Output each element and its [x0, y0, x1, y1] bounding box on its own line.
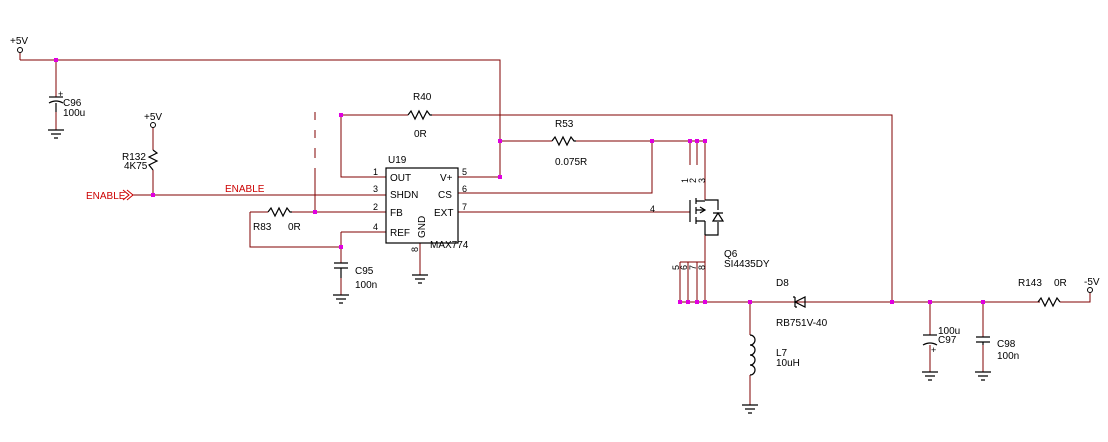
d8-value: RB751V-40 — [776, 318, 828, 329]
r53-ref: R53 — [555, 119, 574, 130]
pin-gnd-label: GND — [417, 216, 428, 238]
pin-4-number: 4 — [373, 222, 378, 232]
r143-value: 0R — [1054, 278, 1067, 289]
ic-ref: U19 — [388, 155, 407, 166]
q6-pin-1: 1 — [680, 178, 690, 183]
l7-ref: L7 — [776, 348, 788, 359]
pin-fb-label: FB — [390, 208, 403, 219]
vminus-out-symbol: -5V — [1084, 277, 1100, 293]
vminus-out-label: -5V — [1084, 277, 1100, 288]
pin-5-number: 5 — [462, 167, 467, 177]
wires — [19, 50, 1091, 405]
r132-ref: R132 — [122, 152, 146, 163]
vplus-r132-symbol: +5V — [144, 112, 162, 128]
resistor-r132: R132 4K75 — [122, 149, 159, 172]
q6-pin-7: 7 — [688, 265, 698, 270]
diode-d8: D8 RB751V-40 — [776, 278, 828, 329]
pin-7-number: 7 — [462, 202, 467, 212]
svg-text:+: + — [58, 89, 63, 99]
r83-value: 0R — [288, 222, 301, 233]
r132-value: 4K75 — [124, 161, 148, 172]
capacitor-c95: C95 100n — [334, 262, 377, 291]
vplus-top-label: +5V — [10, 36, 28, 47]
pin-shdn-label: SHDN — [390, 190, 418, 201]
r40-ref: R40 — [413, 92, 432, 103]
ground-symbols — [48, 129, 991, 414]
resistor-r53: R53 0.075R — [551, 119, 587, 168]
pin-8-number: 8 — [410, 247, 420, 252]
pin-ref-label: REF — [390, 228, 410, 239]
c98-value: 100n — [997, 351, 1019, 362]
vplus-r132-label: +5V — [144, 112, 162, 123]
resistor-r143: R143 0R — [1018, 278, 1067, 308]
q6-pin-6: 6 — [679, 265, 689, 270]
q6-pin-2: 2 — [688, 178, 698, 183]
q6-ref: Q6 — [724, 249, 738, 260]
enable-wire-label: ENABLE — [225, 184, 265, 195]
junctions — [54, 58, 985, 304]
inductor-l7: L7 10uH — [749, 334, 800, 376]
r53-value: 0.075R — [555, 157, 587, 168]
capacitor-c98: C98 100n — [976, 336, 1019, 362]
pin-3-number: 3 — [373, 184, 378, 194]
q6-pin-8: 8 — [697, 265, 707, 270]
c96-ref: C96 — [63, 98, 82, 109]
pin-ext-label: EXT — [434, 208, 453, 219]
capacitor-c97: + 100u C97 — [922, 326, 960, 355]
q6-pin-5: 5 — [671, 265, 681, 270]
r143-ref: R143 — [1018, 278, 1042, 289]
enable-port: ENABLE ENABLE — [86, 184, 265, 202]
q6-value: SI4435DY — [724, 259, 770, 270]
vplus-top-symbol: +5V — [10, 36, 28, 53]
pin-cs-label: CS — [438, 190, 452, 201]
svg-text:+: + — [931, 345, 936, 355]
q6-pin-3: 3 — [697, 178, 707, 183]
c97-ref: C97 — [938, 335, 957, 346]
c98-ref: C98 — [997, 339, 1016, 350]
r83-ref: R83 — [253, 222, 272, 233]
pin-vplus-label: V+ — [440, 173, 453, 184]
mosfet-q6: 4 1 2 3 5 6 7 8 Q6 SI4435DY — [650, 178, 770, 270]
capacitor-c96: + C96 100u — [48, 89, 85, 119]
c96-value: 100u — [63, 108, 85, 119]
resistor-r40: R40 0R — [407, 92, 432, 140]
pin-2-number: 2 — [373, 202, 378, 212]
ic-u19: U19 MAX774 OUT SHDN FB REF V+ CS EXT GND… — [373, 155, 469, 252]
ic-part: MAX774 — [430, 240, 469, 251]
ic-u19-body — [385, 167, 459, 244]
c95-value: 100n — [355, 280, 377, 291]
pin-out-label: OUT — [390, 173, 411, 184]
resistor-r83: R83 0R — [253, 206, 301, 233]
c95-ref: C95 — [355, 266, 374, 277]
pin-6-number: 6 — [462, 184, 467, 194]
pin-1-number: 1 — [373, 167, 378, 177]
q6-pin-4: 4 — [650, 204, 655, 214]
c97-value: 100u — [938, 326, 960, 337]
enable-port-label: ENABLE — [86, 191, 126, 202]
d8-ref: D8 — [776, 278, 789, 289]
r40-value: 0R — [414, 129, 427, 140]
l7-value: 10uH — [776, 358, 800, 369]
